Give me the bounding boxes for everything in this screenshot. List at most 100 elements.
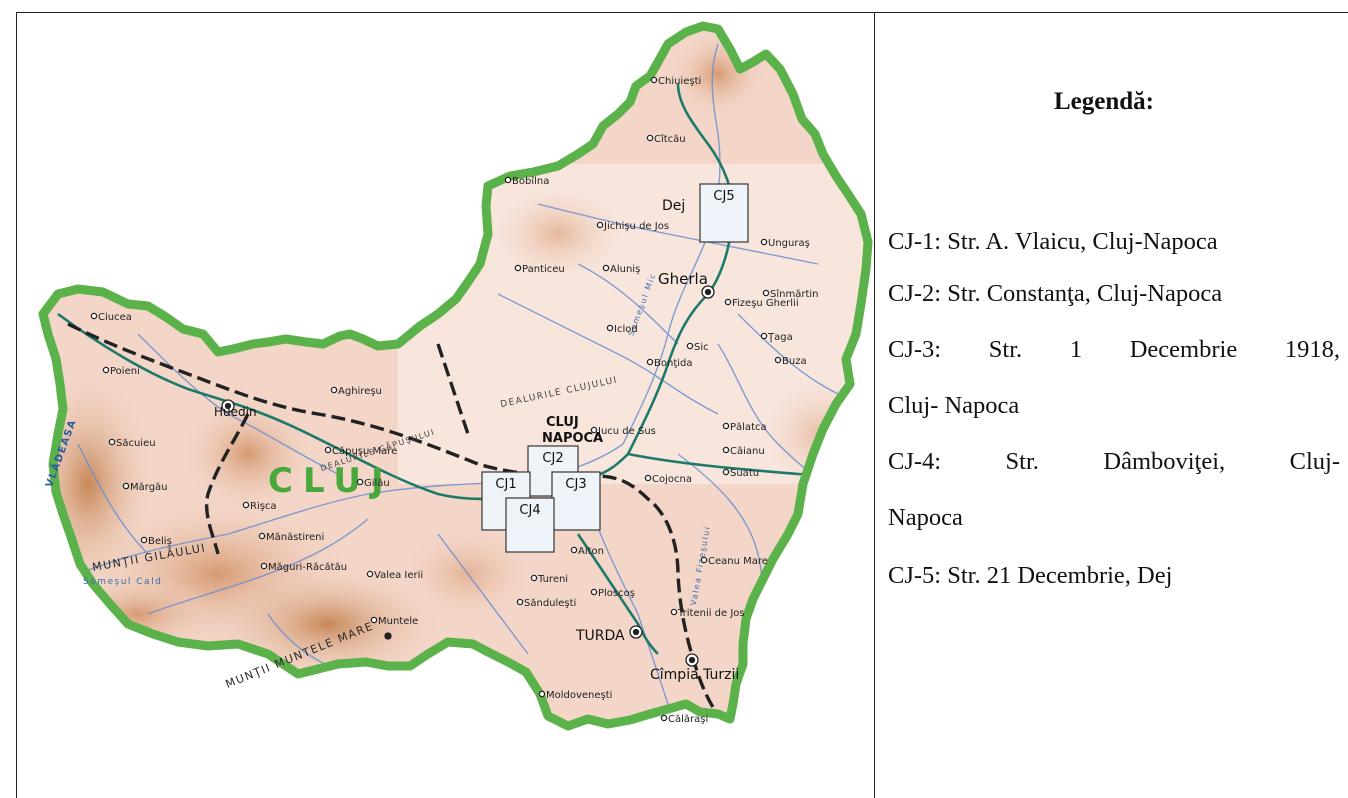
town-label-major: Cîmpia Turzii (650, 667, 739, 683)
station-box-cj4[interactable]: CJ4 (505, 497, 555, 553)
relief-layer (43, 29, 868, 726)
town-marker (686, 342, 694, 350)
town-marker (108, 438, 116, 446)
town-marker (660, 714, 668, 722)
station-label: CJ1 (495, 477, 516, 492)
town-marker (646, 358, 654, 366)
town-marker (260, 562, 268, 570)
legend-word: Str. (988, 336, 1023, 363)
town-marker (644, 474, 652, 482)
town-label: Jichişu de Jos (603, 221, 669, 232)
town-label: Fizeşu Gherlii (732, 298, 799, 309)
town-marker (102, 366, 110, 374)
legend-item-cj3: CJ-3: Str. 1 Decembrie 1918, (888, 336, 1340, 364)
legend-title: Legendă: (1054, 88, 1154, 115)
legend-item-cj2: CJ-2: Str. Constanţa, Cluj-Napoca (888, 280, 1223, 307)
town-label: Muntele (378, 616, 418, 627)
town-marker (530, 574, 538, 582)
legend-item-cj4: CJ-4: Str. Dâmboviţei, Cluj- (888, 448, 1340, 476)
town-marker (722, 422, 730, 430)
town-label-major: CLUJ (546, 415, 579, 430)
town-marker (722, 446, 730, 454)
town-label: Unguraş (768, 238, 810, 249)
town-marker (122, 482, 130, 490)
legend-word: Decembrie (1129, 336, 1238, 363)
station-box-cj5[interactable]: CJ5 (699, 183, 749, 243)
legend-item-cj1: CJ-1: Str. A. Vlaicu, Cluj-Napoca (888, 228, 1218, 255)
town-label: Aghireşu (338, 386, 382, 397)
legend-word: Cluj- (1289, 448, 1340, 475)
legend-word: CJ-3: (888, 336, 942, 363)
town-label: Jucu de Sus (597, 426, 656, 437)
town-marker (596, 221, 604, 229)
town-label: Poieni (110, 366, 140, 377)
town-marker (760, 238, 768, 246)
town-label: Ciucea (98, 312, 132, 323)
town-label: Tritenii de Jos (677, 608, 745, 619)
town-label-major: TURDA (575, 628, 625, 644)
town-marker (602, 264, 610, 272)
town-label: Valea Ierii (374, 570, 423, 581)
town-marker (140, 536, 148, 544)
station-box-cj3[interactable]: CJ3 (551, 471, 601, 531)
town-marker (760, 332, 768, 340)
town-label: Aluniş (610, 264, 640, 275)
town-label: Iclod (614, 324, 638, 335)
column-divider (874, 12, 875, 798)
town-label: Săcuieu (116, 438, 156, 449)
town-marker (590, 588, 598, 596)
town-label: Mănăstireni (266, 532, 324, 543)
town-marker (370, 616, 378, 624)
town-label: Mărgău (130, 482, 168, 493)
station-label: CJ5 (713, 189, 734, 204)
town-label: Tureni (537, 574, 568, 585)
town-marker (90, 312, 98, 320)
town-label: Călăraşi (668, 714, 708, 725)
legend-word: Dâmboviţei, (1103, 448, 1226, 475)
town-label: Pălatca (730, 422, 767, 433)
town-marker (516, 598, 524, 606)
town-marker (330, 386, 338, 394)
relief-label: Someşul Cald (83, 577, 162, 587)
town-marker (632, 628, 640, 636)
town-label: Sănduleşti (524, 598, 576, 609)
town-label: Bobîlna (512, 175, 549, 187)
town-marker (324, 446, 332, 454)
town-marker (224, 402, 232, 410)
station-label: CJ4 (519, 503, 540, 518)
town-marker (384, 632, 392, 640)
town-label: Sînmărtin (770, 288, 818, 300)
town-label: Moldoveneşti (546, 690, 612, 701)
town-marker (590, 426, 598, 434)
station-label: CJ2 (542, 451, 563, 466)
legend-word: 1918, (1284, 336, 1340, 363)
town-label: Chiuieşti (658, 76, 701, 87)
town-marker (514, 264, 522, 272)
station-label: CJ3 (565, 477, 586, 492)
town-marker (700, 556, 708, 564)
town-label: Ceanu Mare (708, 556, 768, 567)
town-marker (688, 656, 696, 664)
page-frame (16, 12, 1348, 798)
town-label: Rişca (250, 501, 277, 512)
town-label-major: Huedin (214, 405, 257, 419)
town-marker (538, 690, 546, 698)
town-label: Buza (782, 356, 807, 367)
town-marker (242, 501, 250, 509)
legend-word: CJ-4: (888, 448, 942, 475)
town-marker (258, 532, 266, 540)
town-label: Bonţida (654, 358, 693, 369)
town-marker (646, 134, 654, 142)
town-marker (366, 570, 374, 578)
town-label-major: Dej (662, 198, 685, 214)
town-label-major: NAPOCA (542, 431, 603, 446)
town-marker (670, 608, 678, 616)
town-marker (762, 289, 770, 297)
town-marker (722, 468, 730, 476)
town-label: Cîtcău (654, 133, 686, 145)
town-label: Căianu (730, 446, 765, 457)
legend-word: 1 (1069, 336, 1083, 363)
town-marker (606, 324, 614, 332)
